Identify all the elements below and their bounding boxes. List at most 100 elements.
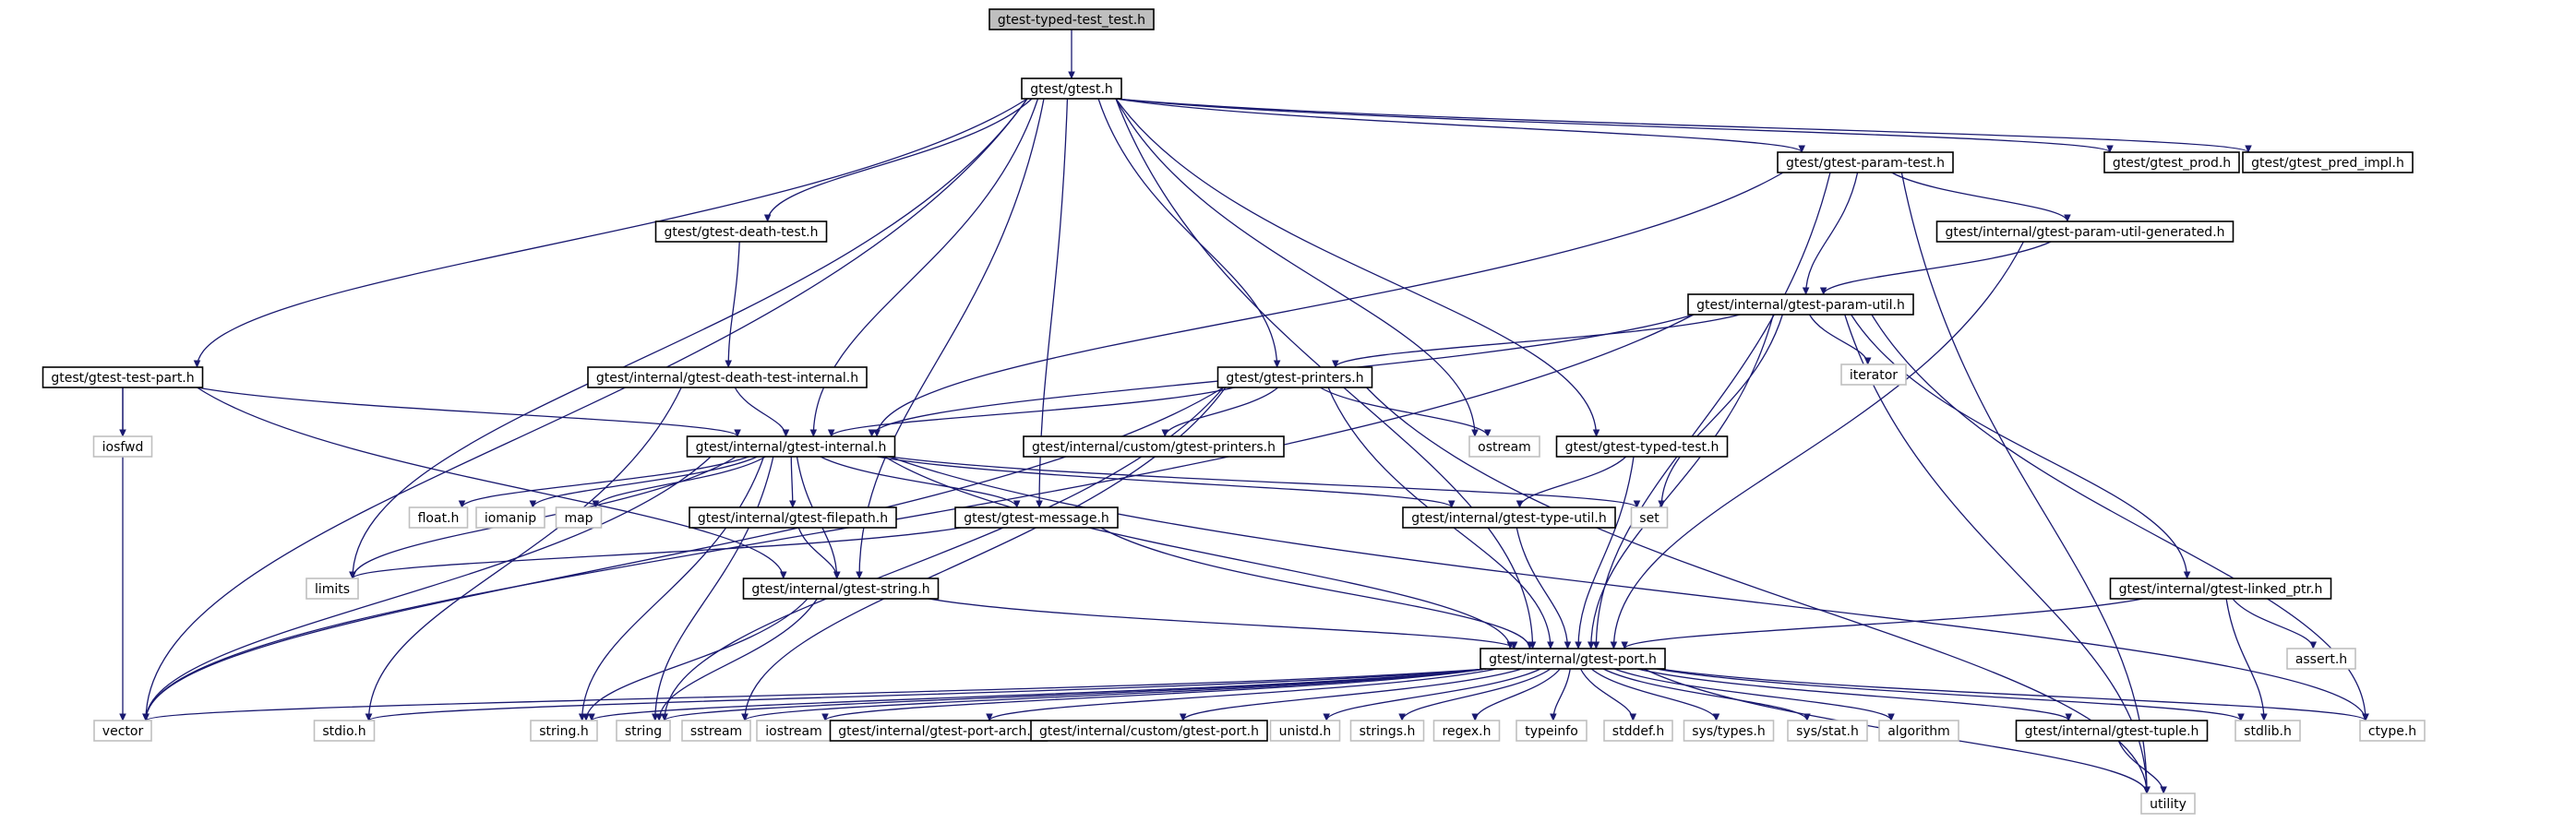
node-printers[interactable]: gtest/gtest-printers.h (1216, 366, 1373, 388)
edge-gtest-to-param-test (1115, 98, 1802, 153)
node-filepath[interactable]: gtest/internal/gtest-filepath.h (689, 506, 897, 529)
edge-linked-ptr-to-port (1624, 598, 2143, 649)
edge-port-to-stdlib (1656, 668, 2241, 721)
node-label: gtest/gtest-printers.h (1226, 371, 1363, 386)
node-label: gtest/internal/gtest-linked_ptr.h (2119, 582, 2323, 597)
node-box (92, 435, 153, 458)
node-label: set (1639, 511, 1659, 526)
node-iosfwd: iosfwd (92, 435, 153, 458)
node-sys-types: sys/types.h (1683, 720, 1775, 742)
node-set: set (1630, 506, 1669, 529)
edge-param-util-to-vector (146, 314, 1695, 721)
node-box (1840, 363, 1907, 386)
edge-port-to-iostream (825, 668, 1487, 721)
node-label: sys/stat.h (1796, 724, 1859, 739)
node-box (1468, 435, 1540, 458)
node-label: ctype.h (2368, 724, 2416, 739)
node-custom-printers[interactable]: gtest/internal/custom/gtest-printers.h (1023, 435, 1285, 458)
node-label: unistd.h (1279, 724, 1332, 739)
node-param-test[interactable]: gtest/gtest-param-test.h (1777, 151, 1954, 173)
node-message[interactable]: gtest/gtest-message.h (954, 506, 1119, 529)
node-internal[interactable]: gtest/internal/gtest-internal.h (686, 435, 896, 458)
edge-printers-to-custom-printers (1165, 387, 1279, 436)
edge-port-to-stdio (369, 668, 1487, 721)
node-label: ostream (1478, 440, 1531, 455)
edges-layer (123, 30, 2366, 793)
node-param-util[interactable]: gtest/internal/gtest-param-util.h (1687, 293, 1914, 316)
node-label: regex.h (1443, 724, 1492, 739)
node-sstream: sstream (681, 720, 751, 742)
node-label: gtest-typed-test_test.h (998, 13, 1145, 28)
node-label: gtest/gtest-message.h (964, 511, 1109, 526)
node-box (616, 720, 671, 742)
node-label: gtest/gtest-death-test.h (664, 225, 818, 240)
node-root[interactable]: gtest-typed-test_test.h (988, 8, 1155, 30)
node-box (742, 578, 940, 600)
node-type-util[interactable]: gtest/internal/gtest-type-util.h (1402, 506, 1616, 529)
node-box (1687, 293, 1914, 316)
node-label: gtest/internal/gtest-type-util.h (1411, 511, 1607, 526)
node-box (1030, 720, 1268, 742)
node-gtest-prod[interactable]: gtest/gtest_prod.h (2103, 151, 2240, 173)
edge-port-to-custom-port (1183, 668, 1523, 721)
edge-string-h-to-cstring (586, 598, 809, 721)
node-custom-port[interactable]: gtest/internal/custom/gtest-port.h (1030, 720, 1268, 742)
node-label: algorithm (1887, 724, 1950, 739)
edge-port-to-sstream (745, 668, 1487, 721)
node-box (587, 366, 868, 388)
node-label: gtest/gtest-param-test.h (1786, 156, 1945, 171)
node-box (1021, 77, 1122, 100)
edge-param-util-to-printers (1336, 314, 1741, 367)
node-strings: strings.h (1349, 720, 1425, 742)
edge-string-h-to-string (659, 598, 818, 721)
node-typeinfo: typeinfo (1516, 720, 1588, 742)
edge-message-to-limits (353, 527, 962, 579)
node-box (1023, 435, 1285, 458)
node-ostream: ostream (1468, 435, 1540, 458)
nodes-layer: gtest-typed-test_test.h gtest/gtest.h gtes… (42, 8, 2426, 815)
edge-message-to-port (1100, 527, 1530, 649)
node-box (555, 506, 603, 529)
node-label: string.h (539, 724, 589, 739)
node-pred-impl[interactable]: gtest/gtest_pred_impl.h (2242, 151, 2414, 173)
edge-param-util-gen-to-port (1613, 241, 2024, 649)
edge-port-to-regex (1475, 668, 1561, 721)
edge-internal-to-set (889, 456, 1637, 508)
node-assert: assert.h (2286, 648, 2356, 670)
edge-internal-to-type-util (877, 456, 1451, 508)
node-box (1878, 720, 1959, 742)
edge-param-util-gen-to-param-util (1824, 241, 2052, 294)
node-port[interactable]: gtest/internal/gtest-port.h (1480, 648, 1666, 670)
edge-internal-to-port (884, 456, 1511, 649)
edge-internal-to-filepath (791, 456, 793, 507)
node-box (654, 220, 828, 243)
node-test-part[interactable]: gtest/gtest-test-part.h (42, 366, 204, 388)
edge-death-internal-to-stdio (369, 387, 682, 721)
node-label: vector (102, 724, 144, 739)
node-tuple[interactable]: gtest/internal/gtest-tuple.h (2015, 720, 2209, 742)
edge-typed-test-to-port (1578, 456, 1635, 649)
node-param-util-gen[interactable]: gtest/internal/gtest-param-util-generate… (1935, 220, 2235, 243)
node-label: float.h (418, 511, 460, 526)
edge-port-to-port-arch (989, 668, 1497, 721)
node-string-h[interactable]: gtest/internal/gtest-string.h (742, 578, 940, 600)
edge-type-util-to-port (1516, 527, 1567, 649)
node-death-internal[interactable]: gtest/internal/gtest-death-test-internal… (587, 366, 868, 388)
node-utility: utility (2140, 792, 2196, 815)
node-port-arch[interactable]: gtest/internal/gtest-port-arch.h (829, 720, 1048, 742)
node-box (1603, 720, 1673, 742)
node-box (475, 506, 545, 529)
node-limits: limits (306, 578, 359, 600)
node-gtest[interactable]: gtest/gtest.h (1021, 77, 1122, 100)
node-box (1683, 720, 1775, 742)
node-death-test[interactable]: gtest/gtest-death-test.h (654, 220, 828, 243)
edge-param-test-to-internal (877, 172, 1784, 436)
edge-gtest-to-typed-test (1115, 98, 1597, 436)
node-label: assert.h (2295, 652, 2347, 667)
node-label: iterator (1850, 368, 1898, 383)
edge-test-part-to-string-h (197, 387, 784, 578)
node-linked-ptr[interactable]: gtest/internal/gtest-linked_ptr.h (2109, 578, 2332, 600)
edge-gtest-to-gtest-prod (1115, 98, 2110, 153)
node-typed-test[interactable]: gtest/gtest-typed-test.h (1555, 435, 1729, 458)
